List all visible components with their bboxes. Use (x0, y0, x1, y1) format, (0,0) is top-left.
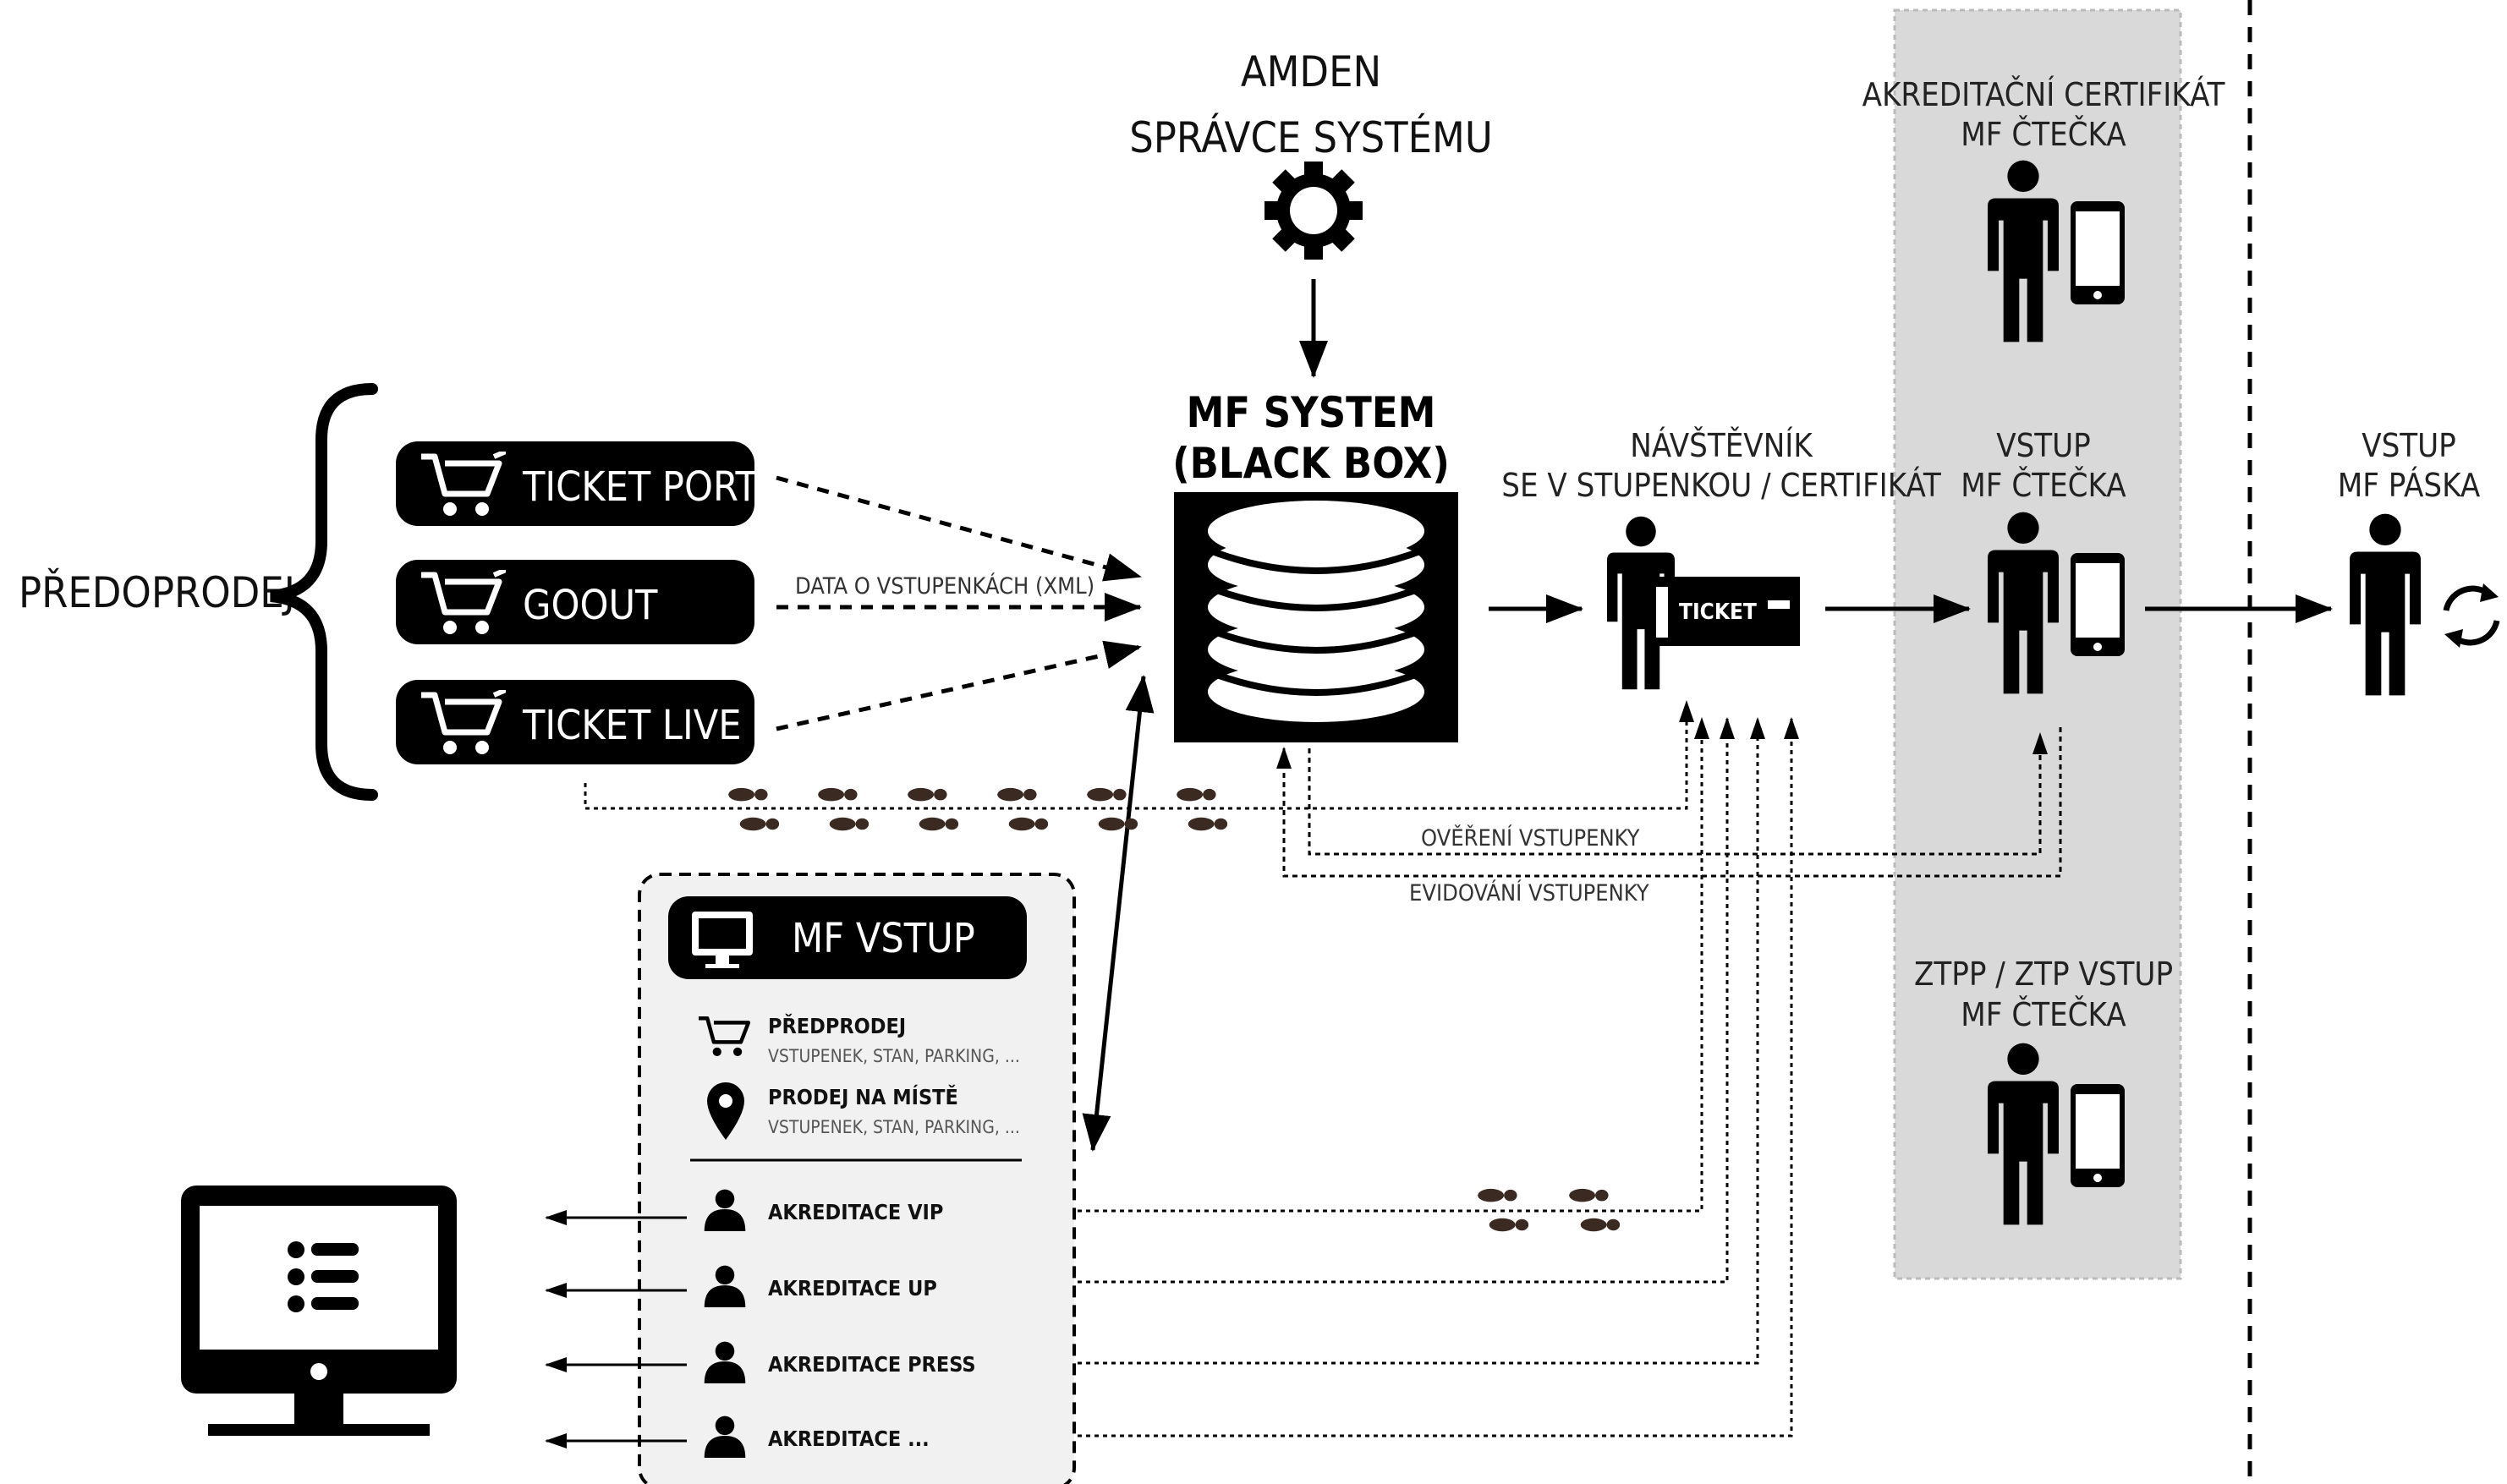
svg-text:MF VSTUP: MF VSTUP (792, 915, 975, 962)
svg-text:TICKET PORTAL: TICKET PORTAL (522, 463, 800, 511)
xml-flow-label: DATA O VSTUPENKÁCH (XML) (795, 572, 1094, 600)
accreditation-path-press (1078, 717, 1765, 1365)
verify-flow (1308, 732, 2048, 856)
ticket-icon: TICKET (1651, 577, 1800, 646)
source-ticket-live: TICKET LIVE (396, 680, 754, 764)
band-person-icon (2350, 513, 2421, 696)
sale-onsite-sub: VSTUPENEK, STAN, PARKING, ... (768, 1117, 1020, 1137)
svg-text:TICKET LIVE: TICKET LIVE (522, 702, 742, 749)
gear-icon (1264, 162, 1363, 260)
band-entry-title: VSTUP (2362, 427, 2456, 464)
mf-vstup-header: MF VSTUP (668, 896, 1027, 979)
accreditation-path-other (1078, 717, 1799, 1437)
admin-subtitle: SPRÁVCE SYSTÉMU (1129, 112, 1493, 162)
sale-presale-sub: VSTUPENEK, STAN, PARKING, ... (768, 1046, 1020, 1066)
record-flow-label: EVIDOVÁNÍ VSTUPENKY (1409, 879, 1649, 906)
entry-reader-title: VSTUP (1996, 427, 2091, 464)
svg-text:GOOUT: GOOUT (523, 582, 658, 629)
entry-reader-subtitle: MF ČTEČKA (1961, 467, 2126, 504)
accreditation-path-vip (1078, 717, 1709, 1213)
ztpp-reader-title: ZTPP / ZTP VSTUP (1914, 956, 2173, 993)
mf-system-title: MF SYSTEM (1187, 388, 1436, 437)
monitor-icon (181, 1186, 457, 1436)
list-icon (288, 1241, 359, 1312)
verify-flow-label: OVĚŘENÍ VSTUPENKY (1421, 824, 1640, 852)
accreditation-reader-title: AKREDITAČNÍ CERTIFIKÁT (1862, 76, 2225, 113)
presale-brace (270, 383, 378, 801)
visitor-subtitle: SE V STUPENKOU / CERTIFIKÁT (1501, 467, 1941, 504)
svg-text:TICKET: TICKET (1679, 600, 1757, 625)
visitor-title: NÁVŠTĚVNÍK (1630, 427, 1813, 464)
sale-presale-title: PŘEDPRODEJ (768, 1014, 906, 1038)
accreditation-vip: AKREDITACE VIP (768, 1200, 943, 1224)
flow-ticket-portal (776, 475, 1142, 582)
source-goout: GOOUT (396, 560, 754, 644)
accreditation-reader-subtitle: MF ČTEČKA (1961, 116, 2126, 153)
accreditation-up: AKREDITACE UP (768, 1276, 937, 1301)
admin-title: AMDEN (1241, 47, 1381, 96)
sale-onsite-title: PRODEJ NA MÍSTĚ (768, 1085, 958, 1109)
record-flow (1276, 727, 2062, 878)
mf-vstup-sync-arrow (1082, 675, 1155, 1152)
entry-phone-icon (2071, 553, 2125, 656)
ztpp-reader-subtitle: MF ČTEČKA (1961, 996, 2126, 1033)
database-icon (1174, 492, 1458, 742)
accreditation-press: AKREDITACE PRESS (768, 1352, 976, 1377)
source-ticket-portal: TICKET PORTAL (396, 441, 800, 526)
flow-ticket-live (776, 640, 1142, 731)
ztpp-phone-icon (2071, 1084, 2125, 1187)
presale-to-visitor-path (584, 700, 1694, 810)
refresh-icon (2443, 583, 2500, 648)
presale-label: PŘEDOPRODEJ (19, 568, 295, 617)
accreditation-phone-icon (2071, 201, 2125, 304)
accreditation-path-up (1078, 717, 1735, 1284)
accreditation-other: AKREDITACE ... (768, 1427, 930, 1451)
mf-system-subtitle: (BLACK BOX) (1172, 439, 1450, 488)
band-entry-subtitle: MF PÁSKA (2338, 467, 2481, 504)
footsteps-icon (997, 787, 1049, 831)
location-pin-icon (707, 1082, 744, 1140)
